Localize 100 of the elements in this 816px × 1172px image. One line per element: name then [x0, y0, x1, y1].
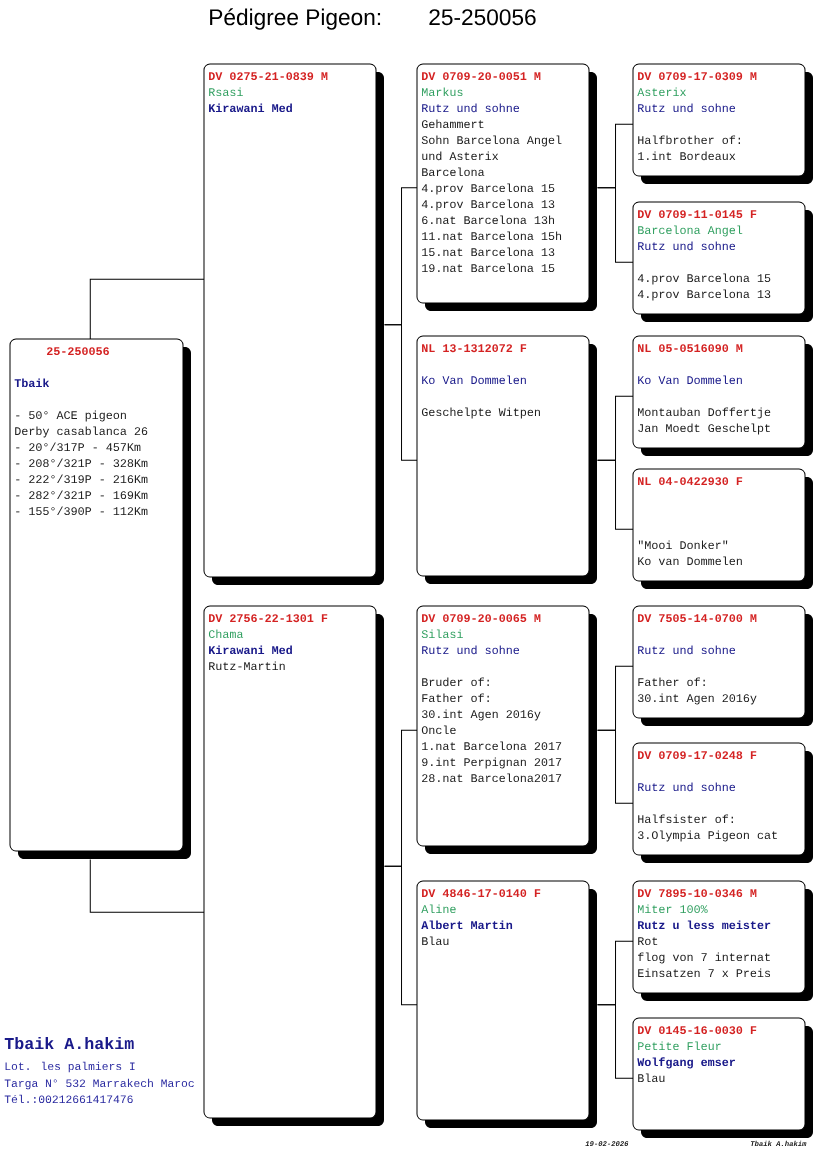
pedigree-card	[416, 880, 597, 1128]
note-text: Halfbrother of:	[638, 135, 740, 145]
pedigree-card	[203, 605, 384, 1126]
pigeon-name: Miter 100%	[638, 904, 708, 914]
pigeon-name: Barcelona Angel	[638, 225, 743, 237]
ring-number: NL 04-0422930 F	[638, 477, 743, 486]
note-text: Oncle	[421, 725, 456, 735]
pedigree-card	[632, 468, 813, 589]
breeder-name: Rutz und sohne	[638, 103, 736, 113]
pigeon-name: Petite Fleur	[638, 1041, 721, 1051]
breeder-name: Tbaik	[14, 378, 50, 388]
pedigree-card	[9, 338, 191, 859]
note-text: Jan Moedt Geschelpt	[638, 423, 770, 435]
pigeon-name: Silasi	[421, 629, 463, 639]
ring-number: DV 0275-21-0839 M	[209, 72, 328, 81]
ring-number: DV 7895-10-0346 M	[638, 889, 757, 898]
pedigree-card	[416, 63, 597, 311]
pedigree-card	[632, 742, 813, 863]
connector-line	[597, 459, 634, 530]
connector-line	[597, 1004, 634, 1079]
breeder-name: Rutz und sohne	[638, 645, 736, 655]
note-text: Barcelona	[422, 167, 485, 177]
note-text: Montauban Doffertje	[638, 407, 771, 419]
note-text: - 50° ACE pigeon	[16, 410, 126, 422]
breeder-name: Kirawani Med	[209, 103, 292, 113]
note-text: 19.nat Barcelona 15	[422, 263, 555, 273]
ring-number: 25-250056	[47, 347, 109, 356]
pedigree-card	[416, 335, 597, 584]
connector-line	[597, 187, 634, 263]
ring-number: DV 4846-17-0140 F	[422, 889, 541, 898]
breeder-name: Rutz u less meister	[638, 920, 771, 930]
note-text: - 20°/317P - 457Km	[16, 442, 141, 452]
note-text: Rutz-Martin	[209, 661, 285, 671]
note-text: 15.nat Barcelona 13	[422, 247, 555, 257]
ring-number: DV 2756-22-1301 F	[209, 614, 328, 623]
note-text: 3.Olympia Pigeon cat	[638, 830, 777, 842]
pigeon-name: Rsasi	[209, 87, 243, 97]
note-text: Halfsister of:	[638, 814, 733, 824]
pigeon-name: Aline	[421, 904, 456, 914]
breeder-name: Ko Van Dommelen	[638, 375, 742, 385]
pedigree-card	[203, 63, 384, 585]
note-text: 4.prov Barcelona 13	[637, 289, 771, 301]
note-text: Ko van Dommelen	[638, 556, 742, 566]
owner-name: Tbaik A.hakim	[4, 1036, 134, 1050]
note-text: Father of:	[638, 677, 705, 687]
note-text: 6.nat Barcelona 13h	[422, 215, 554, 225]
note-text: Rot	[638, 937, 658, 946]
address-line: Targa N° 532 Marrakech Maroc	[4, 1078, 194, 1090]
note-text: Derby casablanca 26	[15, 426, 148, 438]
breeder-name: Rutz und sohne	[638, 782, 736, 792]
note-text: 4.prov Barcelona 15	[637, 273, 771, 285]
note-text: Geschelpte Witpen	[421, 407, 540, 419]
ring-number: DV 0709-20-0065 M	[422, 614, 541, 623]
note-text: 11.nat Barcelona 15h	[422, 231, 562, 241]
note-text: 30.int Agen 2016y	[638, 693, 757, 705]
connector-line	[597, 729, 634, 804]
note-text: 9.int Perpignan 2017	[422, 757, 562, 769]
pedigree-card	[632, 880, 813, 1001]
pedigree-card	[632, 335, 813, 456]
pedigree-card	[632, 605, 813, 726]
pigeon-name: Chama	[208, 629, 244, 639]
connector-line	[384, 324, 418, 461]
note-text: 4.prov Barcelona 13	[421, 199, 555, 211]
pedigree-card	[632, 1017, 813, 1138]
breeder-name: Kirawani Med	[209, 645, 292, 655]
ring-number: NL 13-1312072 F	[422, 344, 527, 353]
note-text: 28.nat Barcelona2017	[422, 773, 562, 783]
phone-number: Tél.:00212661417476	[4, 1094, 133, 1104]
connector-line	[384, 865, 418, 1006]
note-text: - 282°/321P - 169Km	[16, 490, 148, 500]
note-text: Gehammert	[421, 119, 484, 129]
ring-number: DV 7505-14-0700 M	[638, 614, 757, 623]
note-text: - 222°/319P - 216Km	[16, 474, 148, 484]
breeder-name: Rutz und sohne	[638, 241, 736, 251]
pedigree-card	[632, 201, 813, 322]
ring-number: DV 0709-11-0145 F	[638, 210, 757, 219]
note-text: - 208°/321P - 328Km	[16, 458, 148, 468]
note-text: Blau	[638, 1073, 665, 1083]
pigeon-name: Asterix	[637, 87, 686, 97]
note-text: Blau	[422, 936, 449, 946]
connector-line	[89, 859, 205, 913]
note-text: - 155°/390P - 112Km	[16, 506, 148, 516]
note-text: Sohn Barcelona Angel und Asterix	[421, 135, 562, 161]
breeder-name: Ko Van Dommelen	[422, 375, 526, 385]
ring-number: NL 05-0516090 M	[638, 344, 743, 353]
note-text: flog von 7 internat Einsatzen 7 x Preis	[638, 952, 771, 978]
ring-number: DV 0709-17-0248 F	[638, 751, 757, 760]
note-text: Father of:	[422, 693, 489, 703]
note-text: Bruder of:	[422, 677, 489, 687]
breeder-name: Albert Martin	[421, 920, 513, 930]
ring-number: 25-250056	[429, 9, 536, 26]
note-text: 1.nat Barcelona 2017	[422, 741, 562, 751]
pigeon-name: Markus	[422, 87, 463, 97]
pedigree-card	[416, 605, 597, 854]
title: Pédigree Pigeon:	[210, 8, 381, 30]
ring-number: DV 0709-20-0051 M	[422, 72, 541, 81]
note-text: 30.int Agen 2016y	[422, 709, 541, 721]
connector-line	[89, 278, 205, 340]
note-text: "Mooi Donker"	[638, 540, 728, 550]
address-line: Lot. les palmiers I	[5, 1061, 135, 1073]
